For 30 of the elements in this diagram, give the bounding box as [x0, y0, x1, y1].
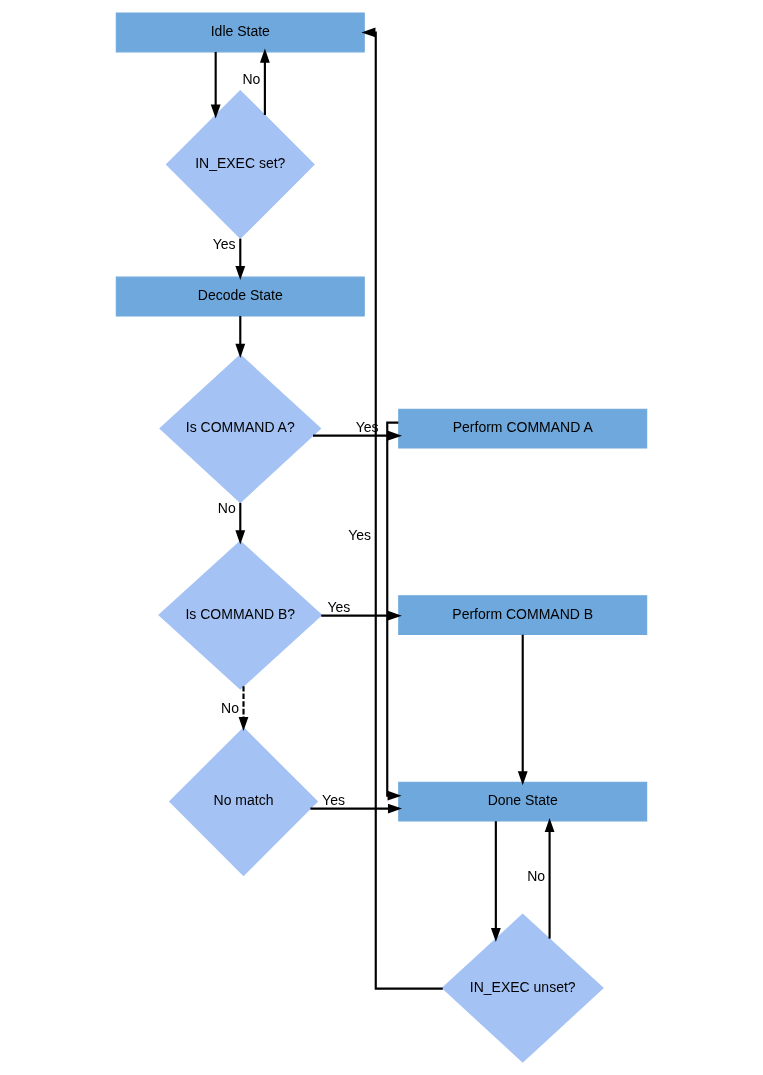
arrow: [235, 316, 246, 358]
arrow: [490, 821, 501, 943]
node-box: Perform COMMAND B: [398, 595, 648, 636]
edge-label: No: [242, 71, 261, 88]
node-diamond: IN_EXEC set?: [165, 89, 315, 240]
node-box: Done State: [398, 781, 648, 822]
node-diamond: Is COMMAND B?: [158, 540, 323, 690]
arrow: [321, 610, 402, 621]
arrow: [238, 686, 249, 731]
node-diamond: IN_EXEC unset?: [441, 913, 604, 1063]
arrow: [235, 502, 246, 545]
arrow: [259, 48, 270, 115]
arrow: [386, 421, 402, 801]
arrow: [517, 634, 528, 786]
arrow: [310, 803, 402, 814]
node-box: Decode State: [115, 276, 365, 317]
node-diamond: No match: [168, 727, 319, 877]
arrow: [313, 430, 402, 441]
edge-label: Yes: [327, 598, 351, 615]
arrow: [544, 818, 555, 939]
edge-label: Yes: [348, 526, 372, 543]
edge-label: Yes: [322, 791, 345, 808]
node-diamond: Is COMMAND A?: [159, 354, 322, 504]
arrow: [210, 51, 221, 119]
edge-label: No: [221, 700, 239, 717]
arrow: [235, 238, 246, 281]
arrow: [361, 27, 443, 990]
node-box: Perform COMMAND A: [398, 408, 648, 449]
node-box: Idle State: [115, 12, 365, 53]
edge-label: No: [527, 867, 546, 884]
